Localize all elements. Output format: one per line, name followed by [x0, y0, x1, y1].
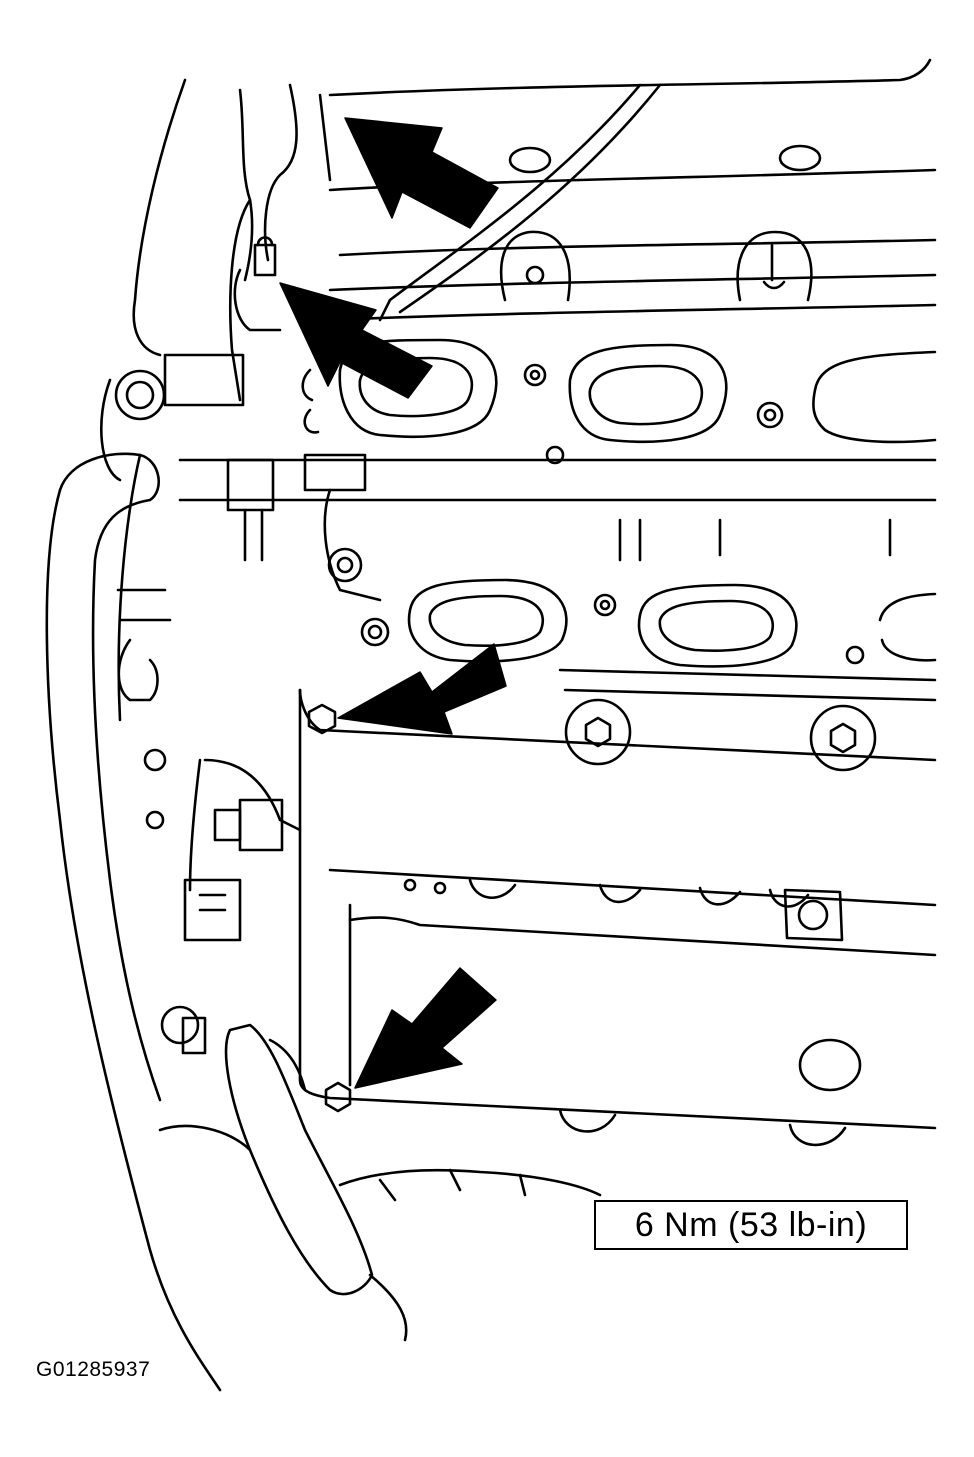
wire-harness-top — [378, 83, 642, 322]
top-boss-2 — [778, 144, 822, 172]
lifting-eye-ring — [114, 369, 166, 421]
sensor-top — [253, 243, 277, 277]
cooling-hose-left — [58, 452, 162, 1102]
bolt-boss-1 — [564, 698, 632, 766]
arrow-sensor — [279, 282, 433, 399]
intake-port-2 — [568, 343, 728, 444]
valve-cover-edge-lower — [328, 868, 937, 907]
arrow-top — [344, 117, 499, 229]
intake-port-5 — [637, 583, 798, 668]
torque-spec-callout: 6 Nm (53 lb-in) — [594, 1200, 908, 1250]
coil-mount-1 — [499, 230, 571, 302]
engine-outline-outer — [45, 378, 222, 1392]
engine-outline-left — [132, 78, 187, 357]
hose-bottom — [224, 1023, 374, 1296]
arrow-middle — [337, 643, 507, 735]
bracket-block — [163, 353, 245, 407]
oil-filler-cap — [798, 1038, 862, 1092]
intake-port-3 — [812, 350, 937, 444]
connector-clip-1 — [226, 458, 275, 512]
cylinder-head-top — [328, 58, 932, 97]
bolt-boss-2 — [809, 704, 877, 772]
cover-bolt-upper — [307, 703, 337, 735]
figure-id-label: G01285937 — [36, 1358, 151, 1381]
intake-port-4 — [407, 578, 568, 663]
cover-bolt-lower — [324, 1081, 352, 1113]
torque-spec-text: 6 Nm (53 lb-in) — [634, 1205, 868, 1244]
connector-plug — [183, 878, 242, 942]
intake-port-1 — [338, 338, 498, 439]
arrow-lower — [354, 967, 497, 1089]
upper-bracket — [238, 83, 298, 282]
wire-harness-left — [188, 758, 302, 892]
coil-mount-2 — [736, 230, 813, 302]
top-boss-1 — [508, 146, 552, 174]
